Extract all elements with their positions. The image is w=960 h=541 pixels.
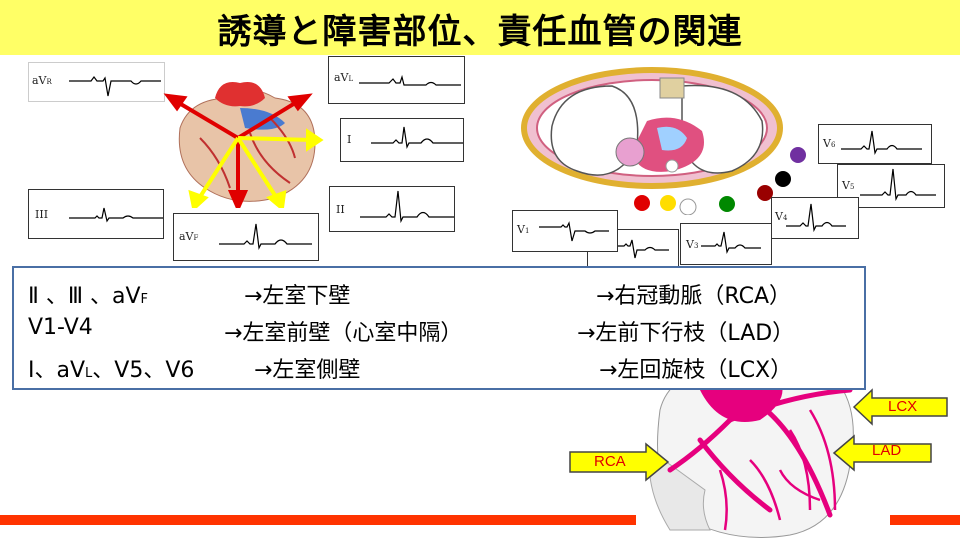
lead-label-ii: II <box>336 203 345 216</box>
thorax-cross-section-illustration <box>521 67 783 189</box>
ecg-avf: aVF <box>173 213 319 261</box>
ecg-v6: V6 <box>818 124 932 164</box>
row-inferior-vessel: →右冠動脈（RCA） <box>596 284 792 309</box>
bottom-rule-right <box>890 515 960 525</box>
ecg-iii: III <box>28 189 164 239</box>
row-anterior-site: →左室前壁（心室中隔） <box>224 321 463 346</box>
row-lateral-vessel: →左回旋枝（LCX） <box>599 358 793 383</box>
row-inferior: Ⅱ 、Ⅲ 、aVF <box>28 278 148 310</box>
ecg-v3: V3 <box>680 223 772 265</box>
row-lateral-site: →左室側壁 <box>254 358 361 383</box>
lead-label-avf: aVF <box>179 230 199 243</box>
ecg-v4: V4 <box>771 197 859 239</box>
lead-label-v5: V5 <box>842 179 855 192</box>
lead-label-v6: V6 <box>823 137 836 150</box>
row-lateral-leads: I、aVL、V5、V6 <box>28 358 195 383</box>
row-anterior-vessel: →左前下行枝（LAD） <box>577 321 795 346</box>
lead-label-v3: V3 <box>686 238 699 251</box>
lead-label-v1: V1 <box>517 223 530 236</box>
title-bar <box>0 0 960 55</box>
ecg-avl: aVL <box>328 56 465 104</box>
lead-label-v4: V4 <box>775 210 788 223</box>
ecg-ii: II <box>329 186 455 232</box>
bottom-rule-left <box>0 515 636 525</box>
lead-label-iii: III <box>35 208 49 221</box>
row-inferior-leads: Ⅱ 、Ⅲ 、aVF <box>28 284 148 309</box>
ecg-avr: aVR <box>28 62 165 102</box>
lead-label-avr: aVR <box>32 74 52 87</box>
lead-label-i: I <box>347 133 352 146</box>
lcx-arrow-tag: LCX <box>852 388 950 426</box>
lead-label-avl: aVL <box>334 71 354 84</box>
chest-electrodes <box>634 147 806 215</box>
heart-limb-leads-illustration <box>163 82 324 208</box>
row-anterior-leads: V1-V4 <box>28 315 93 340</box>
lad-arrow-tag: LAD <box>832 434 934 472</box>
coronary-heart-illustration <box>648 363 854 538</box>
lead-territory-table: Ⅱ 、Ⅲ 、aVF →左室下壁 →右冠動脈（RCA） V1-V4 →左室前壁（心… <box>12 266 866 390</box>
ecg-v1: V1 <box>512 210 618 252</box>
rca-arrow-tag: RCA <box>568 442 670 482</box>
row-inferior-site: →左室下壁 <box>244 284 351 309</box>
page-title: 誘導と障害部位、責任血管の関連 <box>217 12 743 52</box>
ecg-i: I <box>340 118 464 162</box>
